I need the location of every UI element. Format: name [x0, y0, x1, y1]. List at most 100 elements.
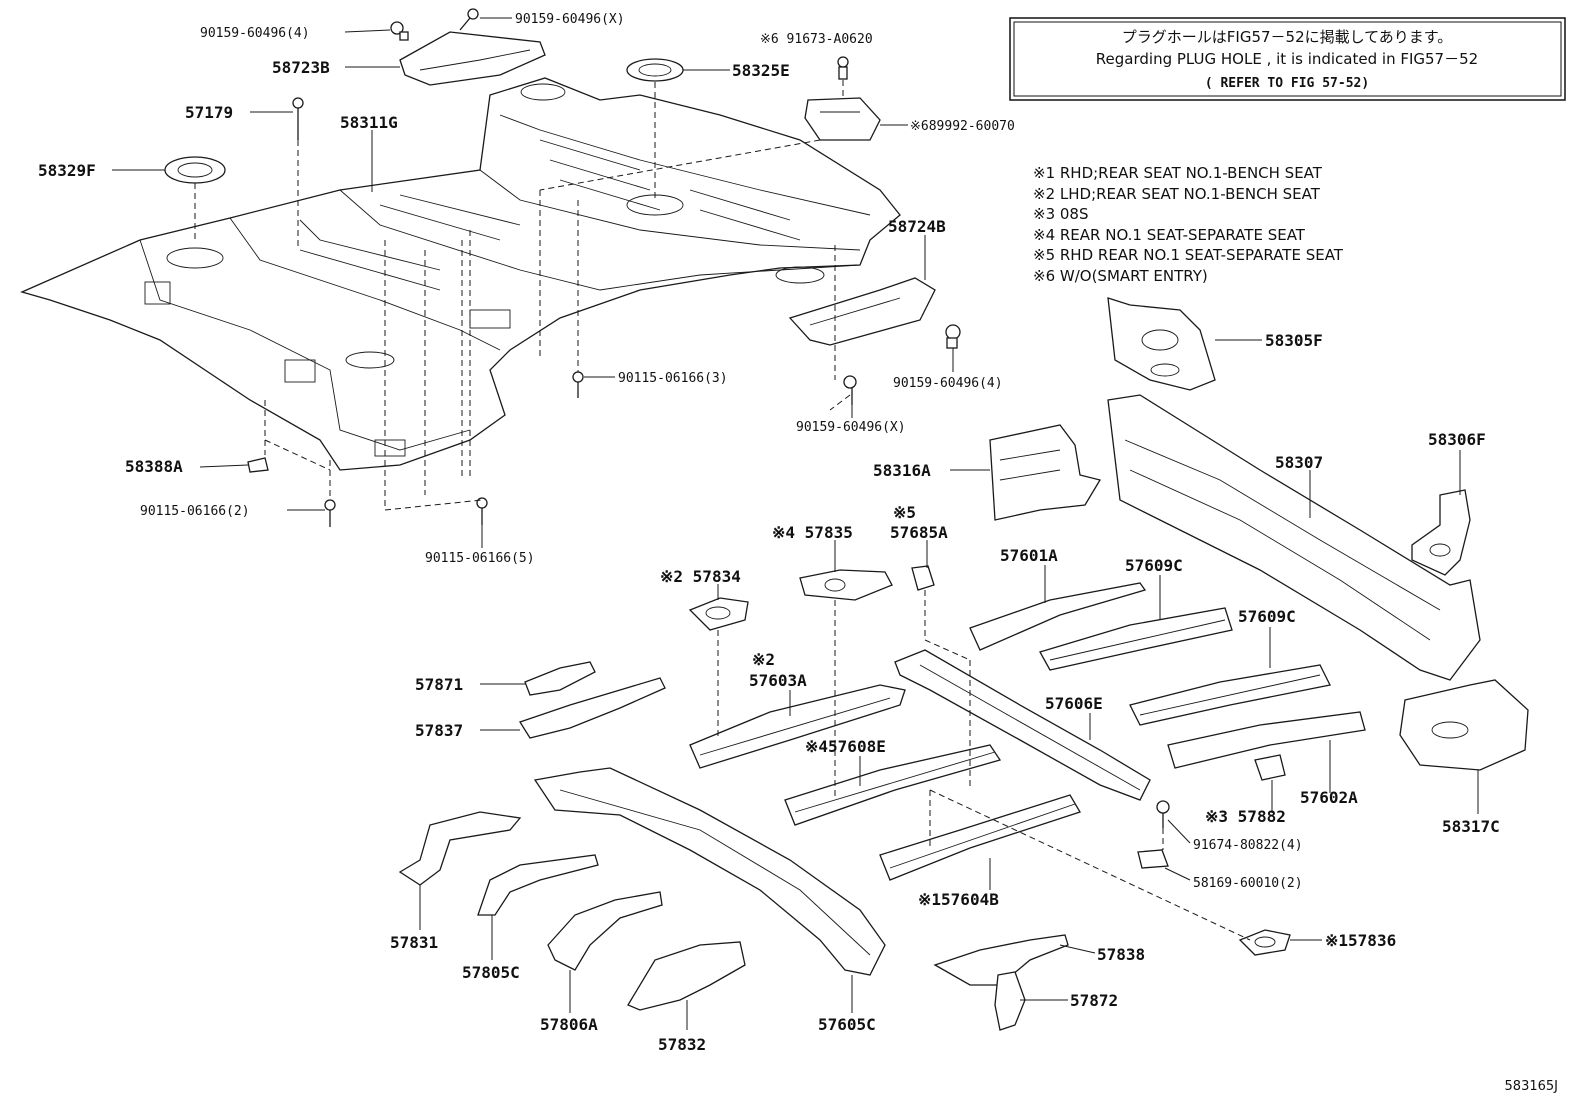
label-57882[interactable]: ※3 57882: [1205, 807, 1286, 826]
label-90159-60496-4-top[interactable]: 90159-60496(4): [200, 26, 310, 41]
label-58306F[interactable]: 58306F: [1428, 430, 1486, 449]
bolt-90159-top-4[interactable]: [390, 21, 409, 41]
bolt-57179[interactable]: [292, 97, 304, 140]
legend-item-6: ※6 W/O(SMART ENTRY): [1033, 267, 1208, 285]
label-57606E[interactable]: 57606E: [1045, 694, 1103, 713]
label-57838[interactable]: 57838: [1097, 945, 1145, 964]
bracket-57834[interactable]: [688, 597, 749, 631]
legend-item-2: ※2 LHD;REAR SEAT NO.1-BENCH SEAT: [1033, 185, 1321, 203]
label-58325E[interactable]: 58325E: [732, 61, 790, 80]
clip-91673[interactable]: [837, 56, 849, 80]
member-57602A[interactable]: [1167, 711, 1366, 769]
bolt-90159-mid-4[interactable]: [945, 324, 961, 349]
label-58169-60010[interactable]: 58169-60010(2): [1193, 876, 1303, 891]
member-57609C-a[interactable]: [1039, 607, 1233, 671]
label-57871[interactable]: 57871: [415, 675, 463, 694]
label-57836[interactable]: ※157836: [1325, 931, 1396, 950]
rail-58307[interactable]: [1107, 394, 1481, 681]
member-57604B[interactable]: [879, 794, 1081, 881]
label-57805C[interactable]: 57805C: [462, 963, 520, 982]
bracket-57835[interactable]: [799, 569, 893, 601]
label-89992-60070[interactable]: ※689992-60070: [910, 119, 1015, 134]
label-57837[interactable]: 57837: [415, 721, 463, 740]
label-57609C-b[interactable]: 57609C: [1238, 607, 1296, 626]
bracket-58306F[interactable]: [1411, 489, 1471, 576]
alignment-lines: [194, 80, 1251, 941]
member-57605C[interactable]: [533, 767, 886, 976]
label-57603A[interactable]: 57603A: [749, 671, 807, 690]
bracket-57832[interactable]: [627, 941, 746, 1011]
bracket-57685A[interactable]: [911, 565, 935, 591]
label-57179[interactable]: 57179: [185, 103, 233, 122]
member-57606E[interactable]: [894, 649, 1151, 801]
label-58388A[interactable]: 58388A: [125, 457, 183, 476]
bolt-90115-5[interactable]: [476, 497, 488, 525]
bracket-58724B[interactable]: [788, 277, 936, 346]
plug-58325E[interactable]: [626, 58, 684, 82]
bracket-57836[interactable]: [1238, 929, 1291, 956]
label-91674-80822[interactable]: 91674-80822(4): [1193, 838, 1303, 853]
member-57608E[interactable]: [784, 744, 1002, 826]
label-57835[interactable]: ※4 57835: [772, 523, 853, 542]
notice-line-3: ( REFER TO FIG 57-52): [1205, 76, 1369, 91]
panel-58317C[interactable]: [1399, 679, 1529, 771]
bolt-90159-top-x[interactable]: [459, 8, 479, 31]
bracket-89992[interactable]: [804, 97, 881, 141]
bracket-57831[interactable]: [398, 811, 522, 886]
bolt-90115-2[interactable]: [324, 499, 336, 527]
label-57608E[interactable]: ※457608E: [805, 737, 886, 756]
label-57806A[interactable]: 57806A: [540, 1015, 598, 1034]
panel-58316A[interactable]: [989, 424, 1102, 521]
bracket-57882[interactable]: [1254, 754, 1286, 781]
label-57685A[interactable]: 57685A: [890, 523, 948, 542]
label-58307[interactable]: 58307: [1275, 453, 1323, 472]
bolt-91674[interactable]: [1156, 800, 1170, 828]
label-58329F[interactable]: 58329F: [38, 161, 96, 180]
bracket-57837[interactable]: [519, 677, 666, 739]
label-90115-06166-3[interactable]: 90115-06166(3): [618, 371, 728, 386]
label-57832[interactable]: 57832: [658, 1035, 706, 1054]
label-57685A-mark: ※5: [893, 503, 916, 522]
label-57834[interactable]: ※2 57834: [660, 567, 741, 586]
label-90159-60496-x-top[interactable]: 90159-60496(X): [515, 12, 625, 27]
floor-pan-58311G[interactable]: [20, 77, 901, 471]
notice-line-1: プラグホールはFIG57－52に掲載してあります。: [1122, 28, 1452, 46]
bracket-57871[interactable]: [524, 661, 596, 696]
bolt-90115-3[interactable]: [572, 371, 584, 398]
clip-58388A[interactable]: [247, 457, 269, 473]
clip-58169[interactable]: [1137, 849, 1169, 869]
label-57831[interactable]: 57831: [390, 933, 438, 952]
label-57602A[interactable]: 57602A: [1300, 788, 1358, 807]
label-57605C[interactable]: 57605C: [818, 1015, 876, 1034]
label-57872[interactable]: 57872: [1070, 991, 1118, 1010]
bracket-57838[interactable]: [933, 934, 1069, 986]
bracket-57806A[interactable]: [547, 891, 663, 971]
label-58317C[interactable]: 58317C: [1442, 817, 1500, 836]
label-90159-60496-4-mid[interactable]: 90159-60496(4): [893, 376, 1003, 391]
label-58311G[interactable]: 58311G: [340, 113, 398, 132]
label-57609C-a[interactable]: 57609C: [1125, 556, 1183, 575]
label-90115-06166-2[interactable]: 90115-06166(2): [140, 504, 250, 519]
label-57601A[interactable]: 57601A: [1000, 546, 1058, 565]
label-91673-A0620[interactable]: ※6 91673-A0620: [760, 32, 873, 47]
label-58305F[interactable]: 58305F: [1265, 331, 1323, 350]
bolt-90159-mid-x[interactable]: [843, 375, 857, 405]
bracket-57872[interactable]: [994, 971, 1026, 1031]
label-90115-06166-5[interactable]: 90115-06166(5): [425, 551, 535, 566]
legend-item-1: ※1 RHD;REAR SEAT NO.1-BENCH SEAT: [1033, 164, 1323, 182]
panel-58305F[interactable]: [1107, 297, 1216, 391]
notice-line-2: Regarding PLUG HOLE , it is indicated in…: [1096, 50, 1478, 68]
label-58316A[interactable]: 58316A: [873, 461, 931, 480]
member-57601A[interactable]: [969, 582, 1147, 651]
bracket-57805C[interactable]: [477, 854, 599, 916]
figure-id: 583165J: [1505, 1079, 1558, 1094]
legend: ※1 RHD;REAR SEAT NO.1-BENCH SEAT ※2 LHD;…: [1033, 164, 1344, 285]
bracket-58723B[interactable]: [399, 31, 546, 86]
label-57604B[interactable]: ※157604B: [918, 890, 999, 909]
plug-58329F[interactable]: [164, 156, 226, 184]
label-58724B[interactable]: 58724B: [888, 217, 946, 236]
member-57603A[interactable]: [689, 684, 906, 769]
label-58723B[interactable]: 58723B: [272, 58, 330, 77]
label-90159-60496-x-mid[interactable]: 90159-60496(X): [796, 420, 906, 435]
member-57609C-b[interactable]: [1129, 664, 1331, 726]
